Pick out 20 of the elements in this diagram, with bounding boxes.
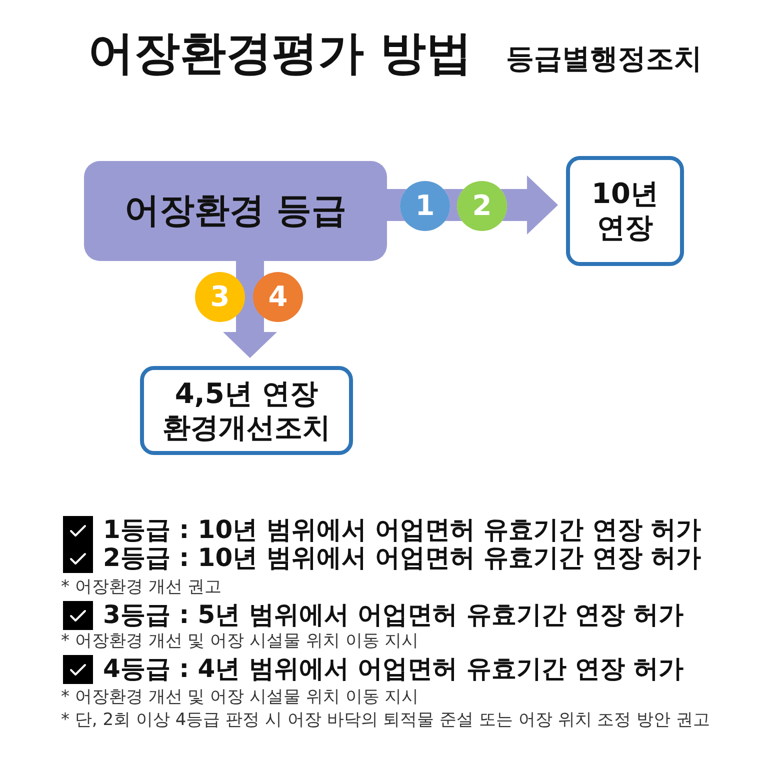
checklist-item: 4등급 : 4년 범위에서 어업면허 유효기간 연장 허가 <box>103 654 684 684</box>
result-box: 4,5년 연장 환경개선조치 <box>140 366 353 455</box>
note-text: * 어장환경 개선 및 어장 시설물 위치 이동 지시 <box>61 630 419 652</box>
number-circle: 4 <box>253 272 303 322</box>
connector-bar <box>443 189 464 221</box>
number-circle: 1 <box>400 181 450 231</box>
note-text: * 단, 2회 이상 4등급 판정 시 어장 바닥의 퇴적물 준설 또는 어장 위치 조정 방안 권고 <box>61 710 710 730</box>
number-circle: 3 <box>195 272 245 322</box>
note-text: * 어장환경 개선 및 어장 시설물 위치 이동 지시 <box>61 686 419 708</box>
subtitle: 등급별행정조치 <box>506 42 702 76</box>
checklist-item: 1등급 : 10년 범위에서 어업면허 유효기간 연장 허가 <box>103 515 702 545</box>
title: 어장환경평가 방법 <box>88 25 472 81</box>
checklist-item: 2등급 : 10년 범위에서 어업면허 유효기간 연장 허가 <box>103 543 702 573</box>
connector-bar <box>387 189 407 221</box>
checklist-item: 3등급 : 5년 범위에서 어업면허 유효기간 연장 허가 <box>103 600 684 630</box>
number-circle: 2 <box>457 181 507 231</box>
grade-box: 어장환경 등급 <box>84 161 387 261</box>
result-box: 10년 연장 <box>566 156 684 266</box>
arrow <box>500 176 558 234</box>
note-text: * 어장환경 개선 권고 <box>61 576 222 598</box>
